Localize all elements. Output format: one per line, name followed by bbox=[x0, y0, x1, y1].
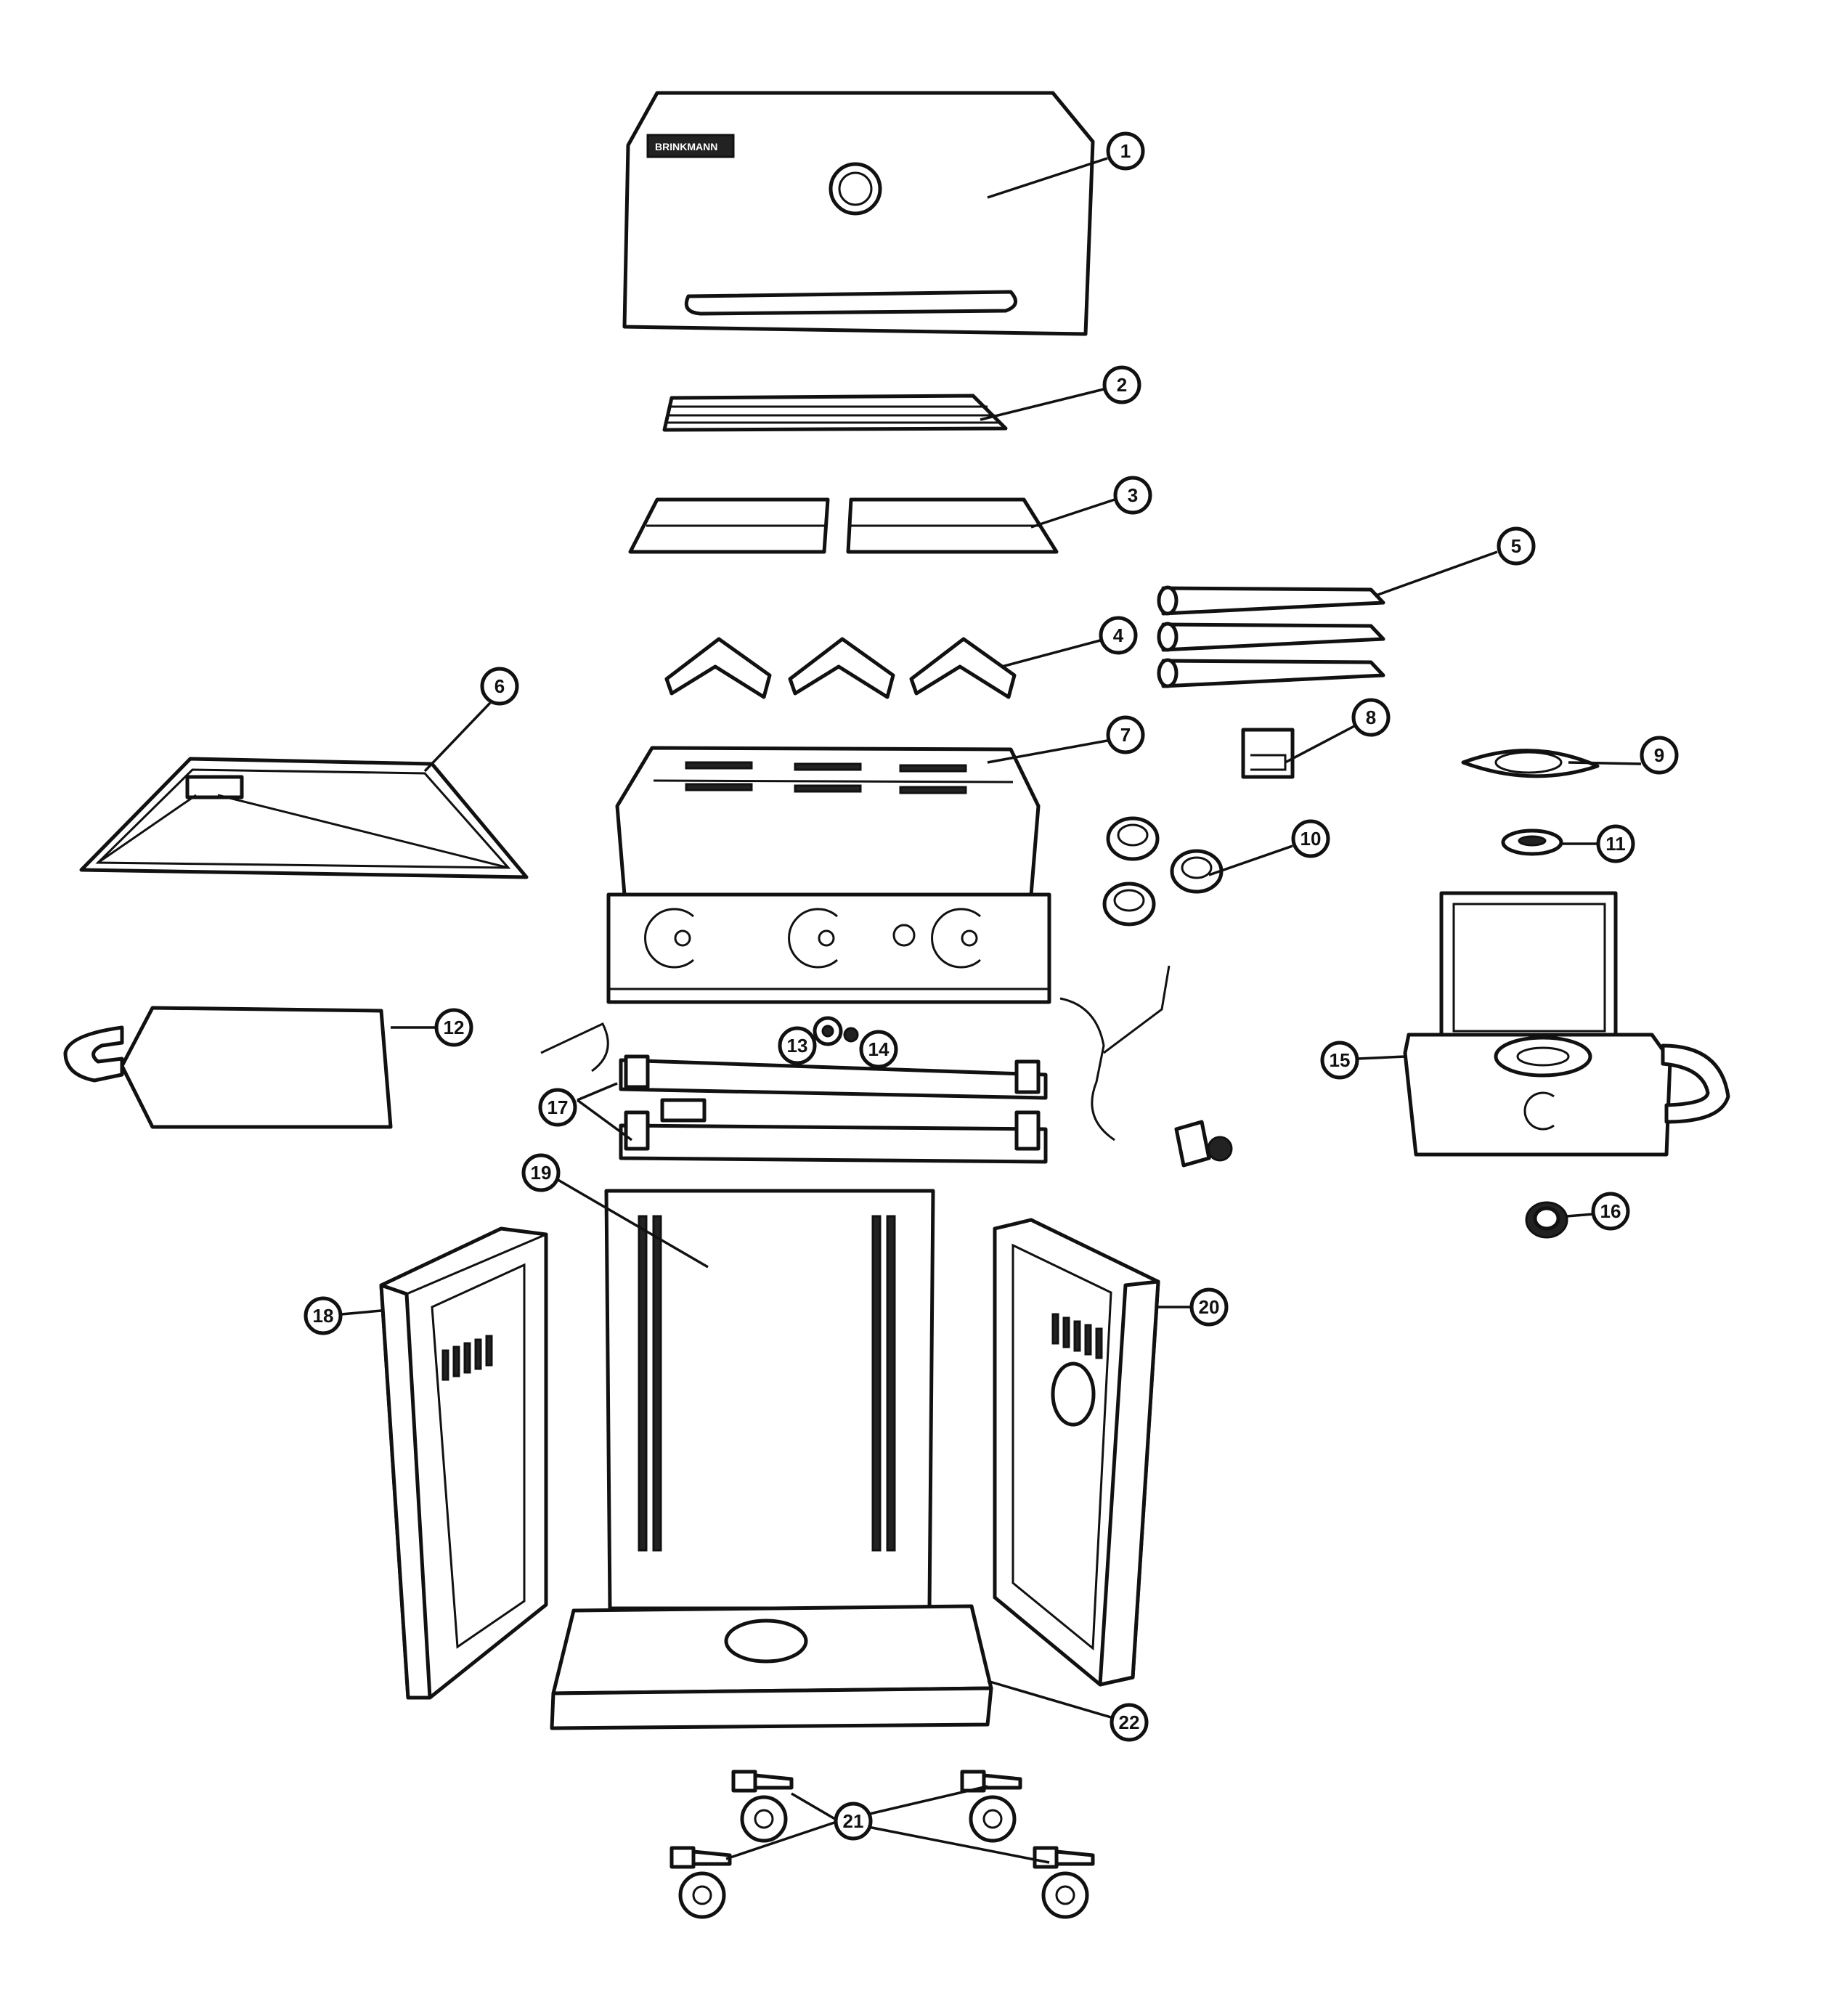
callout-21: 21 bbox=[834, 1802, 873, 1841]
callout-22: 22 bbox=[1110, 1703, 1149, 1742]
svg-text:1: 1 bbox=[1120, 140, 1131, 162]
svg-text:17: 17 bbox=[548, 1096, 569, 1118]
burners-icon bbox=[1157, 585, 1385, 688]
svg-text:16: 16 bbox=[1600, 1200, 1621, 1222]
callout-2: 2 bbox=[1102, 365, 1141, 404]
svg-text:14: 14 bbox=[868, 1038, 890, 1060]
lid-handle-icon bbox=[684, 290, 1018, 316]
svg-text:20: 20 bbox=[1199, 1296, 1220, 1318]
caster-icon bbox=[731, 1770, 794, 1843]
side-burner-grate-icon bbox=[1461, 749, 1600, 778]
side-shelf-handle-icon bbox=[1661, 1043, 1730, 1124]
callout-13: 13 bbox=[778, 1026, 817, 1065]
svg-text:2: 2 bbox=[1117, 374, 1127, 396]
svg-text:15: 15 bbox=[1330, 1049, 1351, 1071]
callout-15: 15 bbox=[1320, 1041, 1359, 1080]
svg-text:10: 10 bbox=[1300, 828, 1322, 850]
leader-lines bbox=[341, 157, 1642, 1864]
caster-icon bbox=[1033, 1846, 1095, 1919]
callout-19: 19 bbox=[521, 1153, 561, 1192]
firebox-icon bbox=[606, 746, 1233, 1168]
svg-text:7: 7 bbox=[1120, 724, 1131, 746]
casters-icon bbox=[669, 1770, 1095, 1919]
callout-8: 8 bbox=[1351, 698, 1391, 737]
svg-text:11: 11 bbox=[1605, 833, 1626, 855]
svg-text:4: 4 bbox=[1113, 624, 1124, 646]
shelf-handle-icon bbox=[63, 1025, 124, 1083]
bottom-shelf-icon bbox=[550, 1604, 993, 1730]
side-burner-shelf-icon bbox=[1403, 891, 1730, 1157]
side-burner-knob-icon bbox=[1525, 1201, 1568, 1239]
svg-text:13: 13 bbox=[787, 1035, 808, 1057]
callout-16: 16 bbox=[1591, 1192, 1630, 1231]
svg-text:19: 19 bbox=[531, 1162, 552, 1184]
grease-tray-icon bbox=[79, 757, 529, 879]
svg-text:8: 8 bbox=[1366, 707, 1376, 728]
callout-11: 11 bbox=[1596, 824, 1635, 863]
callout-14: 14 bbox=[859, 1030, 898, 1069]
svg-text:6: 6 bbox=[494, 675, 505, 697]
svg-text:3: 3 bbox=[1128, 484, 1138, 506]
callout-3: 3 bbox=[1113, 476, 1152, 515]
callout-4: 4 bbox=[1099, 616, 1138, 655]
grill-lid-icon: BRINKMANN bbox=[622, 91, 1095, 336]
thermometer-icon bbox=[829, 162, 882, 216]
control-knobs-icon bbox=[1102, 816, 1224, 927]
side-burner-icon bbox=[1501, 829, 1563, 856]
igniter-wire-icon bbox=[540, 1022, 609, 1072]
callout-12: 12 bbox=[434, 1008, 473, 1047]
callout-5: 5 bbox=[1497, 526, 1536, 566]
callout-6: 6 bbox=[480, 667, 519, 706]
regulator-icon bbox=[1174, 1120, 1211, 1168]
control-panel bbox=[606, 892, 1051, 1004]
svg-text:22: 22 bbox=[1119, 1711, 1140, 1733]
cooking-grates-icon bbox=[628, 497, 1059, 554]
callout-7: 7 bbox=[1106, 715, 1145, 754]
callout-20: 20 bbox=[1189, 1287, 1229, 1327]
igniter-nut-icon bbox=[843, 1027, 859, 1043]
caster-icon bbox=[960, 1770, 1022, 1843]
caster-icon bbox=[669, 1846, 732, 1919]
callout-17: 17 bbox=[538, 1088, 577, 1127]
callout-9: 9 bbox=[1640, 736, 1679, 775]
svg-text:18: 18 bbox=[313, 1305, 334, 1327]
brand-logo-text: BRINKMANN bbox=[655, 141, 717, 152]
back-panel-icon bbox=[604, 1189, 935, 1611]
cart-supports-icon bbox=[619, 1054, 1048, 1164]
callout-10: 10 bbox=[1291, 819, 1330, 858]
left-cart-panel-icon bbox=[379, 1226, 548, 1700]
grease-cup-icon bbox=[1241, 728, 1295, 779]
right-cart-panel-icon bbox=[993, 1218, 1160, 1687]
svg-text:9: 9 bbox=[1654, 744, 1664, 766]
callout-18: 18 bbox=[304, 1296, 343, 1335]
svg-text:12: 12 bbox=[444, 1017, 465, 1038]
brand-logo-plate bbox=[646, 134, 735, 158]
svg-text:5: 5 bbox=[1511, 535, 1521, 557]
left-side-shelf-icon bbox=[63, 1006, 393, 1129]
igniter-button-icon bbox=[813, 1016, 843, 1046]
warming-rack-icon bbox=[662, 394, 1008, 432]
svg-text:21: 21 bbox=[843, 1810, 864, 1832]
heat-tents-icon bbox=[664, 637, 1017, 699]
callout-1: 1 bbox=[1106, 131, 1145, 171]
